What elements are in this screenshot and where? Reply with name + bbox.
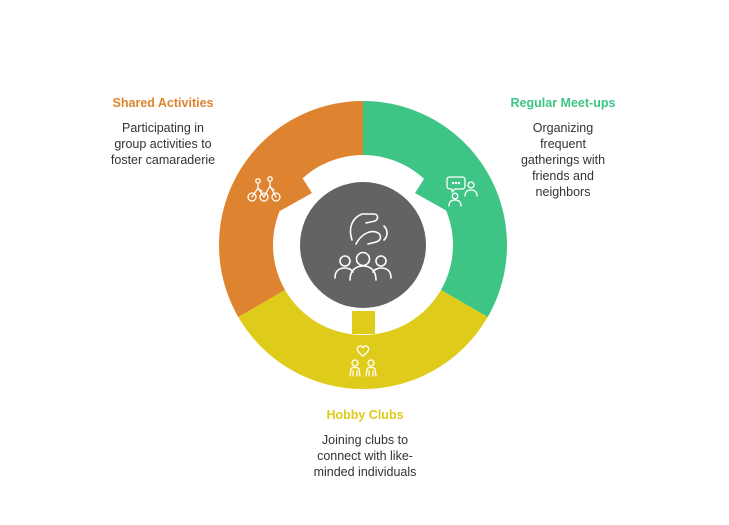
cycling-people-icon bbox=[247, 176, 281, 202]
connector-hobby bbox=[352, 311, 375, 334]
chatting-people-icon bbox=[446, 176, 478, 207]
hand-over-group-icon bbox=[334, 213, 392, 281]
label-title-hobby: Hobby Clubs bbox=[326, 408, 404, 422]
label-title-regular: Regular Meet-ups bbox=[510, 96, 616, 110]
label-desc-shared: Participating in group activities to fos… bbox=[110, 121, 216, 167]
segment-regular-meetups bbox=[363, 101, 507, 317]
label-regular-meetups: Regular Meet-ups Organizing frequent gat… bbox=[497, 95, 629, 200]
label-title-shared: Shared Activities bbox=[112, 96, 214, 110]
label-desc-hobby: Joining clubs to connect with like-minde… bbox=[313, 433, 417, 479]
heart-people-icon bbox=[349, 345, 377, 377]
connector-regular bbox=[415, 171, 458, 211]
center-circle bbox=[300, 182, 426, 308]
label-hobby-clubs: Hobby Clubs Joining clubs to connect wit… bbox=[297, 407, 433, 480]
label-shared-activities: Shared Activities Participating in group… bbox=[98, 95, 228, 168]
segment-shared-activities bbox=[219, 101, 363, 317]
connector-shared bbox=[269, 171, 312, 211]
segment-hobby-clubs bbox=[238, 290, 488, 390]
label-desc-regular: Organizing frequent gatherings with frie… bbox=[520, 121, 606, 199]
